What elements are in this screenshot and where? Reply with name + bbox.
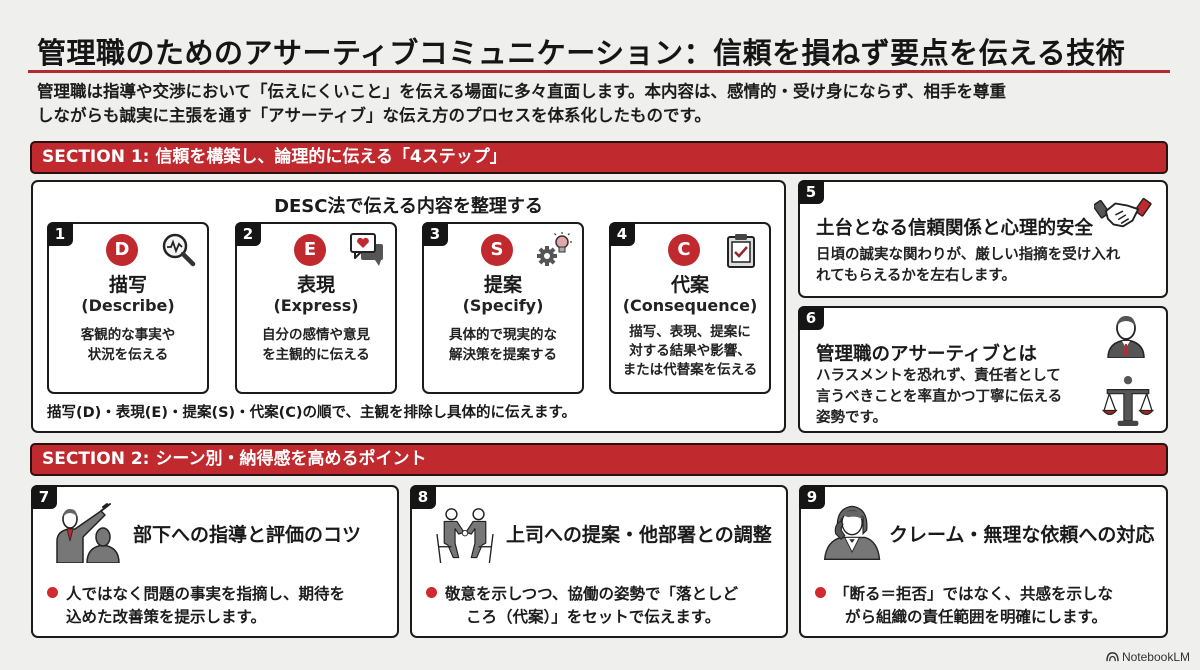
intro-line-2: しながらも誠実に主張を通す「アサーティブ」な伝え方のプロセスを体系化したものです…: [37, 106, 711, 125]
card-body-line: 姿勢です。: [816, 410, 888, 426]
step-english: (Express): [273, 296, 359, 315]
step-number: 1: [47, 222, 73, 246]
step-number: 2: [235, 222, 261, 246]
step-desc-line: 具体的で現実的な: [449, 327, 557, 343]
coaching-icon: [56, 503, 120, 563]
card-body: 「断る＝拒否」ではなく、共感を示しな がら組織の責任範囲を明確にします。: [815, 583, 1152, 629]
card-body-line: 人ではなく問題の事実を指摘し、期待を: [47, 583, 383, 606]
card-number: 6: [798, 306, 824, 330]
card-body-line: 日頃の誠実な関わりが、厳しい指摘を受け入れ: [816, 247, 1121, 263]
card-body-line: ハラスメントを恐れず、責任者として: [816, 368, 1061, 384]
manager-icon: [1107, 316, 1145, 358]
scene-card-subordinate: 7 部下への指導と評価のコツ 人ではなく問題の事実を指摘し、期待を 込めた改善策…: [31, 485, 399, 638]
card-body-line: がら組織の責任範囲を明確にします。: [815, 606, 1152, 629]
step-desc-line: 描写、表現、提案に: [629, 324, 751, 340]
desc-footer-note: 描写(D)・表現(E)・提案(S)・代案(C)の順で、主観を排除し具体的に伝えま…: [47, 405, 577, 421]
step-description: 自分の感情や意見 を主観的に伝える: [241, 325, 391, 365]
intro-text: 管理職は指導や交渉において「伝えにくいこと」を伝える場面に多々直面します。本内容…: [37, 80, 1167, 128]
section-1-bar: SECTION 1: 信頼を構築し、論理的に伝える「4ステップ」: [30, 141, 1168, 174]
step-number: 4: [609, 222, 635, 246]
card-body-text: ころ（代案）」をセットで伝えます。: [466, 608, 721, 626]
step-desc-line: 自分の感情や意見: [262, 327, 370, 343]
step-english: (Describe): [81, 296, 175, 315]
scene-card-complaint: 9 クレーム・無理な依頼への対応 「断る＝拒否」ではなく、共感を示しな がら組織…: [799, 485, 1168, 638]
step-name: 提案: [483, 274, 522, 296]
card-body: 日頃の誠実な関わりが、厳しい指摘を受け入れ れてもらえるかを左右します。: [816, 245, 1120, 287]
card-body-line: 敬意を示しつつ、協働の姿勢で「落としど: [426, 583, 772, 606]
letter-circle: C: [668, 234, 700, 266]
card-body-text: 「断る＝拒否」ではなく、共感を示しな: [834, 585, 1114, 603]
card-body: 敬意を示しつつ、協働の姿勢で「落としど ころ（代案）」をセットで伝えます。: [426, 583, 772, 629]
card-title: 土台となる信頼関係と心理的安全: [816, 218, 1093, 239]
step-name: 表現: [296, 274, 335, 296]
step-card-consequence: 4 C 代案 (Consequence) 描写、表現、提案に 対する結果や影響、…: [609, 222, 771, 394]
step-english: (Consequence): [622, 296, 758, 315]
card-body-line: ころ（代案）」をセットで伝えます。: [426, 606, 772, 629]
balance-scale-icon: [1102, 376, 1154, 426]
desc-heading: DESC法で伝える内容を整理する: [274, 196, 543, 217]
bullet-dot-icon: [815, 587, 826, 598]
magnifier-icon: [162, 233, 196, 267]
step-name: 代案: [670, 274, 709, 296]
bullet-dot-icon: [426, 587, 437, 598]
intro-line-1: 管理職は指導や交渉において「伝えにくいこと」を伝える場面に多々直面します。本内容…: [37, 82, 1007, 101]
section-2-bar: SECTION 2: シーン別・納得感を高めるポイント: [30, 443, 1168, 476]
step-card-specify: 3 S 提案 (Specify) 具体的で現実的な: [422, 222, 584, 394]
step-desc-line: 解決策を提案する: [449, 347, 557, 363]
brand-watermark: NotebookLM: [1105, 650, 1190, 664]
bullet-dot-icon: [47, 587, 58, 598]
brand-name: NotebookLM: [1121, 650, 1190, 664]
card-number: 7: [31, 485, 57, 509]
speech-heart-icon: [350, 233, 383, 266]
step-card-describe: 1 D 描写 (Describe) 客観的な事実や 状況を伝える: [47, 222, 209, 394]
card-manager-assertive: 6 管理職のアサーティブとは ハラスメントを恐れず、責任者として 言うべきことを…: [798, 306, 1168, 433]
card-body-line: 言うべきことを率直かつ丁寧に伝える: [816, 389, 1063, 405]
card-body: ハラスメントを恐れず、責任者として 言うべきことを率直かつ丁寧に伝える 姿勢です…: [816, 366, 1062, 429]
step-description: 客観的な事実や 状況を伝える: [53, 325, 203, 365]
card-title: クレーム・無理な依頼への対応: [889, 524, 1155, 546]
step-desc-line: または代替案を伝える: [622, 362, 758, 378]
step-description: 具体的で現実的な 解決策を提案する: [428, 325, 578, 365]
letter-circle: E: [294, 234, 326, 266]
card-title: 管理職のアサーティブとは: [816, 344, 1037, 365]
card-body-text: 敬意を示しつつ、協働の姿勢で「落としど: [445, 585, 738, 603]
step-card-express: 2 E 表現 (Express) 自分の感情や意見 を主観的に伝える: [235, 222, 397, 394]
card-title: 上司への提案・他部署との調整: [506, 524, 772, 546]
meeting-handshake-icon: [436, 508, 494, 563]
step-english: (Specify): [462, 296, 544, 315]
card-title: 部下への指導と評価のコツ: [133, 524, 362, 546]
card-body-line: 「断る＝拒否」ではなく、共感を示しな: [815, 583, 1152, 606]
gear-lightbulb-icon: [537, 232, 572, 266]
card-number: 8: [410, 485, 436, 509]
step-number: 3: [422, 222, 448, 246]
card-body-text: がら組織の責任範囲を明確にします。: [845, 608, 1107, 626]
card-number: 9: [799, 485, 825, 509]
letter-circle: S: [481, 234, 513, 266]
letter-circle: D: [106, 234, 138, 266]
desc-panel: DESC法で伝える内容を整理する 1 D 描写 (Describe) 客観的な事…: [31, 180, 786, 433]
card-body: 人ではなく問題の事実を指摘し、期待を 込めた改善策を提示します。: [47, 583, 383, 629]
scene-card-boss-proposal: 8 上司への提案・他部署との調整 敬意を示しつつ、協働の姿勢で「落としど ころ（…: [410, 485, 788, 638]
card-body-line: れてもらえるかを左右します。: [816, 268, 1016, 284]
card-body-text: 込めた改善策を提示します。: [66, 608, 266, 626]
step-desc-line: 客観的な事実や: [80, 327, 176, 343]
card-number: 5: [798, 180, 824, 204]
step-description: 描写、表現、提案に 対する結果や影響、 または代替案を伝える: [615, 323, 765, 380]
clipboard-check-icon: [727, 234, 755, 268]
title-rule: [28, 70, 1170, 73]
step-desc-line: 対する結果や影響、: [629, 343, 751, 359]
notebooklm-logo-icon: [1105, 652, 1119, 662]
card-body-line: 込めた改善策を提示します。: [47, 606, 383, 629]
handshake-icon: [1094, 198, 1152, 228]
page-title: 管理職のためのアサーティブコミュニケーション：信頼を損ねず要点を伝える技術: [37, 36, 1126, 70]
step-name: 描写: [108, 274, 147, 296]
card-trust-foundation: 5 土台となる信頼関係と心理的安全 日頃の誠実な関わりが、厳しい指摘を受け入れ …: [798, 180, 1168, 298]
phone-operator-icon: [823, 505, 881, 561]
step-desc-line: を主観的に伝える: [262, 347, 370, 363]
step-desc-line: 状況を伝える: [87, 347, 169, 363]
card-body-text: 人ではなく問題の事実を指摘し、期待を: [66, 585, 346, 603]
